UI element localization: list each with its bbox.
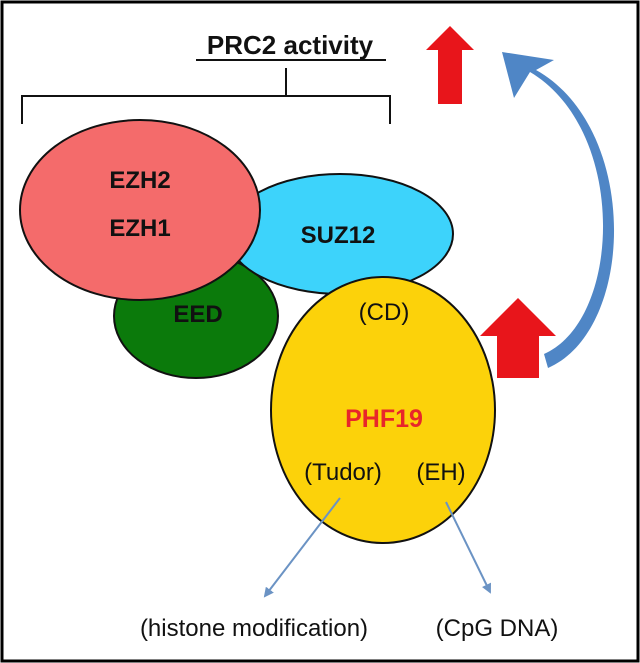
eh-domain-label: (EH) [416, 459, 465, 486]
phf19-ellipse [270, 276, 496, 544]
ezh2-label: EZH2 [109, 167, 170, 194]
phf19-label: PHF19 [345, 405, 423, 433]
histone-target-label: (histone modification) [140, 615, 368, 642]
complex-bracket [21, 68, 391, 124]
feedback-curved-arrow-icon [502, 52, 615, 368]
suz12-label: SUZ12 [301, 222, 376, 249]
prc2-activity-title: PRC2 activity [207, 30, 374, 60]
activity-up-arrow-icon [426, 26, 474, 104]
eh-pointer-arrow [445, 501, 491, 594]
phf19-up-arrow-icon [480, 298, 556, 378]
ezh-ellipse [19, 119, 261, 301]
tudor-pointer-arrow [263, 497, 341, 598]
cpg-target-label: (CpG DNA) [436, 615, 559, 642]
eed-label: EED [173, 301, 222, 328]
cd-domain-label: (CD) [359, 299, 410, 326]
tudor-domain-label: (Tudor) [304, 459, 382, 486]
ezh1-label: EZH1 [109, 215, 170, 242]
